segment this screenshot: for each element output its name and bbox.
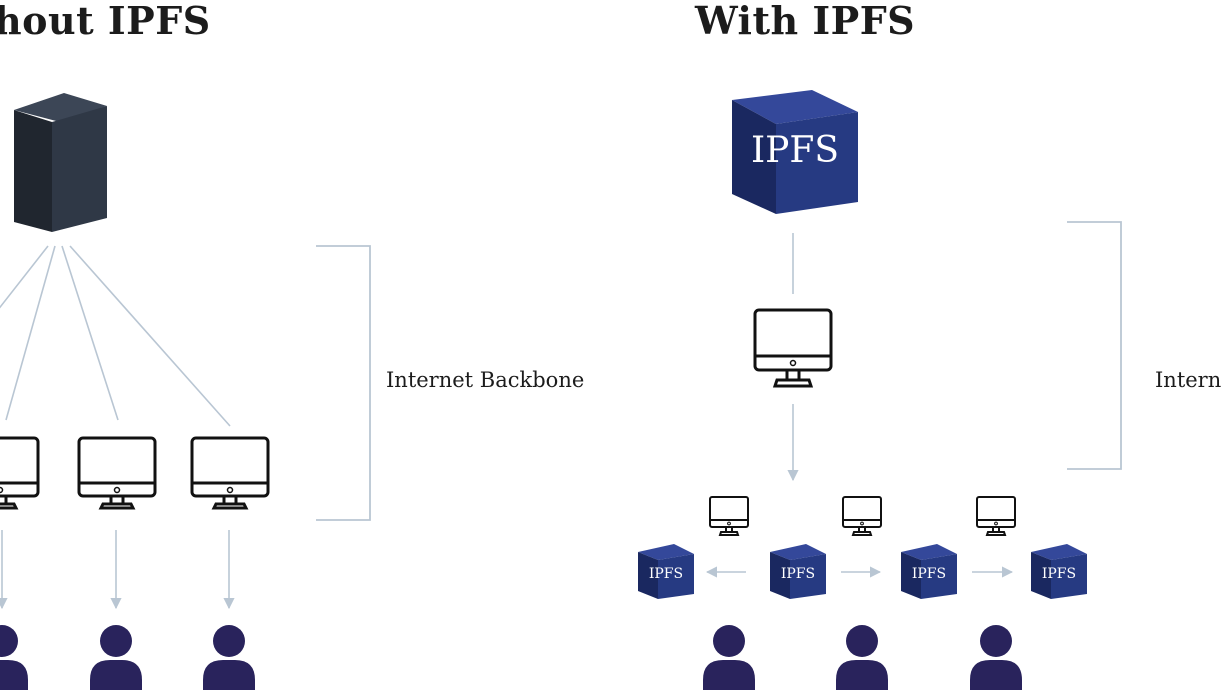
ipfs-cube-icon: IPFS (638, 544, 694, 599)
ipfs-cube-icon: IPFS (770, 544, 826, 599)
bracket-icon (1067, 221, 1122, 470)
monitor-icon (190, 436, 270, 510)
peer-cube-label: IPFS (781, 566, 815, 582)
peer-cube-label: IPFS (912, 566, 946, 582)
monitor-icon (77, 436, 157, 510)
peer-cube-label: IPFS (1042, 566, 1076, 582)
right-title: With IPFS (695, 0, 916, 43)
peer-cube-label: IPFS (649, 566, 683, 582)
bracket-icon (316, 245, 371, 521)
ipfs-cube-icon: IPFS (1031, 544, 1087, 599)
left-title: hout IPFS (0, 0, 211, 43)
user-icon (90, 625, 142, 690)
ipfs-cube-icon: IPFS (732, 90, 858, 214)
monitor-icon (842, 496, 882, 536)
connection-lines (0, 245, 231, 427)
server-icon (14, 93, 107, 232)
user-icon (0, 625, 28, 690)
monitor-icon (709, 496, 749, 536)
right-bracket-label: Intern (1155, 368, 1222, 392)
monitor-icon (976, 496, 1016, 536)
user-icon (836, 625, 888, 690)
monitor-icon (753, 308, 833, 388)
main-cube-label: IPFS (751, 130, 839, 171)
ipfs-cube-icon: IPFS (901, 544, 957, 599)
arrow-icon (0, 530, 235, 610)
left-bracket-label: Internet Backbone (386, 368, 585, 392)
user-icon (203, 625, 255, 690)
user-icon (703, 625, 755, 690)
monitor-icon (0, 436, 40, 510)
user-icon (970, 625, 1022, 690)
